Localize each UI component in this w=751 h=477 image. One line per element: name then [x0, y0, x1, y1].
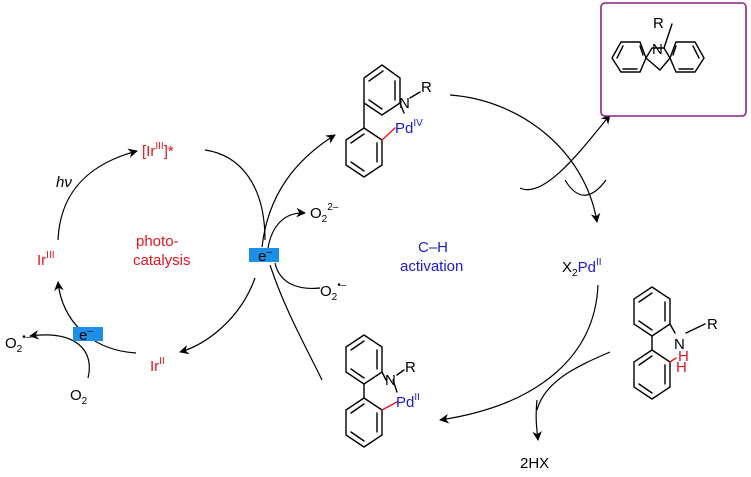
- o2-to-superoxide-arrow: [29, 330, 90, 379]
- ir3-label: IrIII: [37, 250, 55, 269]
- center-to-ir2-arrow: [179, 277, 256, 355]
- pd2-r-group: R: [405, 359, 416, 376]
- pd2-palladacycle: N R PdII: [345, 334, 420, 448]
- superoxide-to-hub-arc: [274, 262, 321, 290]
- ch-activation-label-line1: C–H: [418, 239, 448, 256]
- hub-to-peroxide-arrow: [267, 207, 306, 249]
- photocatalysis-label-line1: photo-: [136, 233, 179, 250]
- substrate-ch-hydrogen: H: [676, 359, 687, 376]
- pd4-nitrogen: N: [399, 95, 410, 112]
- hv-arrow: [57, 148, 138, 241]
- electron-box-center: [249, 248, 279, 262]
- x2pd-label: X2PdII: [562, 257, 602, 279]
- pd4-metal-label: PdIV: [395, 118, 423, 137]
- peroxide-label: O22–: [310, 202, 339, 225]
- ir2-label: IrII: [150, 356, 165, 375]
- x2pd-to-pd2-arrow: [439, 284, 599, 424]
- pd2-nitrogen: N: [385, 372, 396, 389]
- substrate-aminobiphenyl: N R H H: [633, 286, 718, 400]
- product-box: N R: [600, 2, 747, 117]
- pd2-to-hub-arc: [269, 264, 323, 381]
- pd4-upper-ring: [363, 64, 401, 116]
- pd4-palladacycle: N R PdIV: [345, 64, 432, 178]
- ir-excited-label: [IrIII]*: [142, 141, 174, 160]
- carbazole-pyrrole-ring: [645, 47, 671, 71]
- substrate-entry-arc: [536, 351, 611, 411]
- product-release-arrow: [519, 114, 611, 191]
- hub-to-pd4-arrow: [261, 134, 336, 248]
- substrate-r-group: R: [707, 316, 718, 333]
- carbazole-left-ring: [611, 41, 647, 73]
- substrate-nh-hydrogen: H: [678, 348, 689, 365]
- o2-label: O2: [70, 387, 88, 407]
- electron-box-left: [73, 327, 103, 341]
- hx-release-arrow: [532, 399, 542, 441]
- superoxide-label-center: O2•–: [320, 280, 347, 303]
- substrate-nitrogen: N: [674, 336, 685, 353]
- center-electron-hub: e– O22– O2•–: [249, 134, 347, 381]
- photocatalysis-label-line2: catalysis: [133, 252, 191, 269]
- ch-activation-label-line2: activation: [400, 258, 463, 275]
- pd4-to-x2pd-arrow: [449, 94, 601, 223]
- ch-activation-cycle: C–H activation X2PdII 2HX: [400, 94, 611, 472]
- carbazole-right-ring: [669, 41, 705, 73]
- photocatalysis-cycle: [IrIII]* hν IrIII IrII photo- catalysis …: [5, 141, 266, 407]
- byproduct-label: 2HX: [520, 455, 549, 472]
- product-release-arc: [564, 179, 607, 196]
- pd2-metal-label: PdII: [396, 392, 420, 411]
- product-nitrogen: N: [652, 41, 663, 58]
- electron-label-center: e–: [258, 247, 272, 265]
- product-r-group: R: [653, 15, 664, 32]
- ir2-to-ir3-arrow: [54, 281, 137, 354]
- product-frame: [600, 2, 747, 117]
- excited-ir-to-center-arc: [204, 149, 266, 241]
- superoxide-label-left: O2•–: [5, 332, 32, 355]
- pd4-r-group: R: [421, 79, 432, 96]
- hv-label: hν: [56, 174, 72, 191]
- electron-label-left: e–: [79, 326, 93, 344]
